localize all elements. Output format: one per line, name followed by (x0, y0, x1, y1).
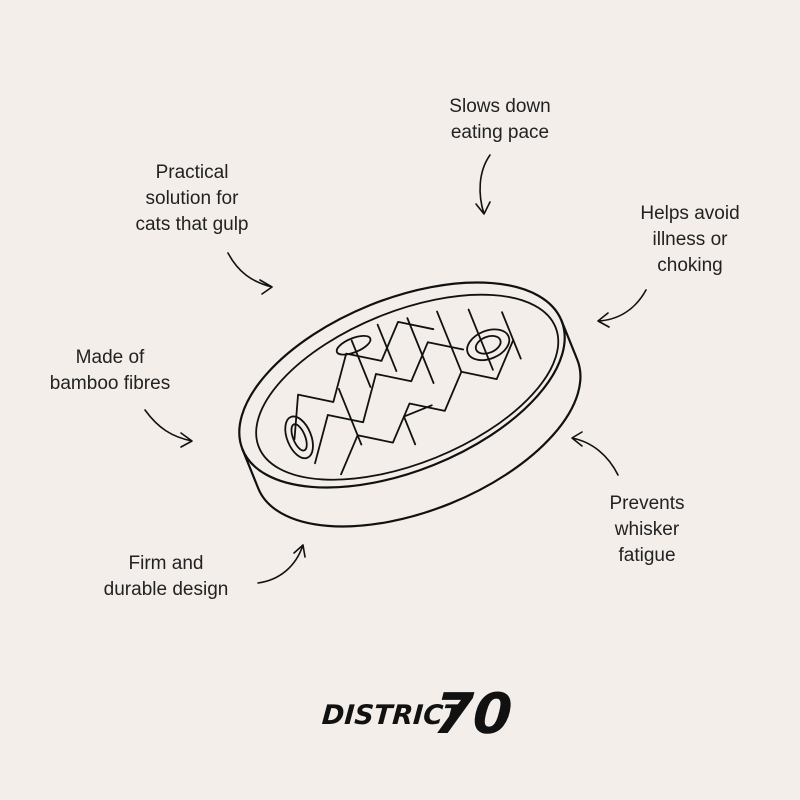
feature-line: fatigue (618, 545, 676, 566)
arrow-firm (257, 544, 306, 584)
logo-number: 70 (431, 682, 515, 747)
feature-helps-avoid-illness: Helps avoid illness or choking (640, 201, 739, 279)
arrow-bamboo (144, 409, 193, 448)
feature-line: Helps avoid (640, 203, 740, 224)
district70-logo: DISTRICT 70 (321, 682, 514, 747)
feature-line: eating pace (450, 122, 550, 143)
feature-line: Prevents (609, 493, 685, 514)
feature-line: cats that gulp (135, 214, 249, 235)
feature-slows-down-eating: Slows down eating pace (449, 94, 550, 146)
feature-line: Slows down (449, 96, 551, 117)
feature-firm-durable: Firm and durable design (104, 551, 229, 603)
feature-line: whisker (614, 519, 680, 540)
bowl-rim-outer (238, 281, 566, 489)
arrow-practical (227, 252, 273, 295)
feature-line: bamboo fibres (49, 373, 171, 394)
feature-line: durable design (103, 579, 229, 600)
bowl-rim-inner (255, 293, 560, 481)
feature-prevents-whisker-fatigue: Prevents whisker fatigue (610, 491, 685, 569)
feature-line: Made of (75, 347, 145, 368)
arrow-helps (597, 289, 647, 328)
arrows (144, 154, 647, 584)
feature-line: choking (657, 255, 723, 276)
bowl-side (241, 319, 582, 528)
feature-line: Firm and (128, 553, 204, 574)
feature-bamboo-fibres: Made of bamboo fibres (50, 345, 170, 397)
feature-line: illness or (652, 229, 728, 250)
feature-practical-solution: Practical solution for cats that gulp (135, 160, 248, 238)
feature-line: Practical (155, 162, 229, 183)
arrow-slows (475, 154, 491, 215)
arrow-prevents (571, 431, 619, 476)
bowl (238, 281, 582, 528)
maze-ridges (284, 308, 522, 476)
feature-line: solution for (145, 188, 239, 209)
